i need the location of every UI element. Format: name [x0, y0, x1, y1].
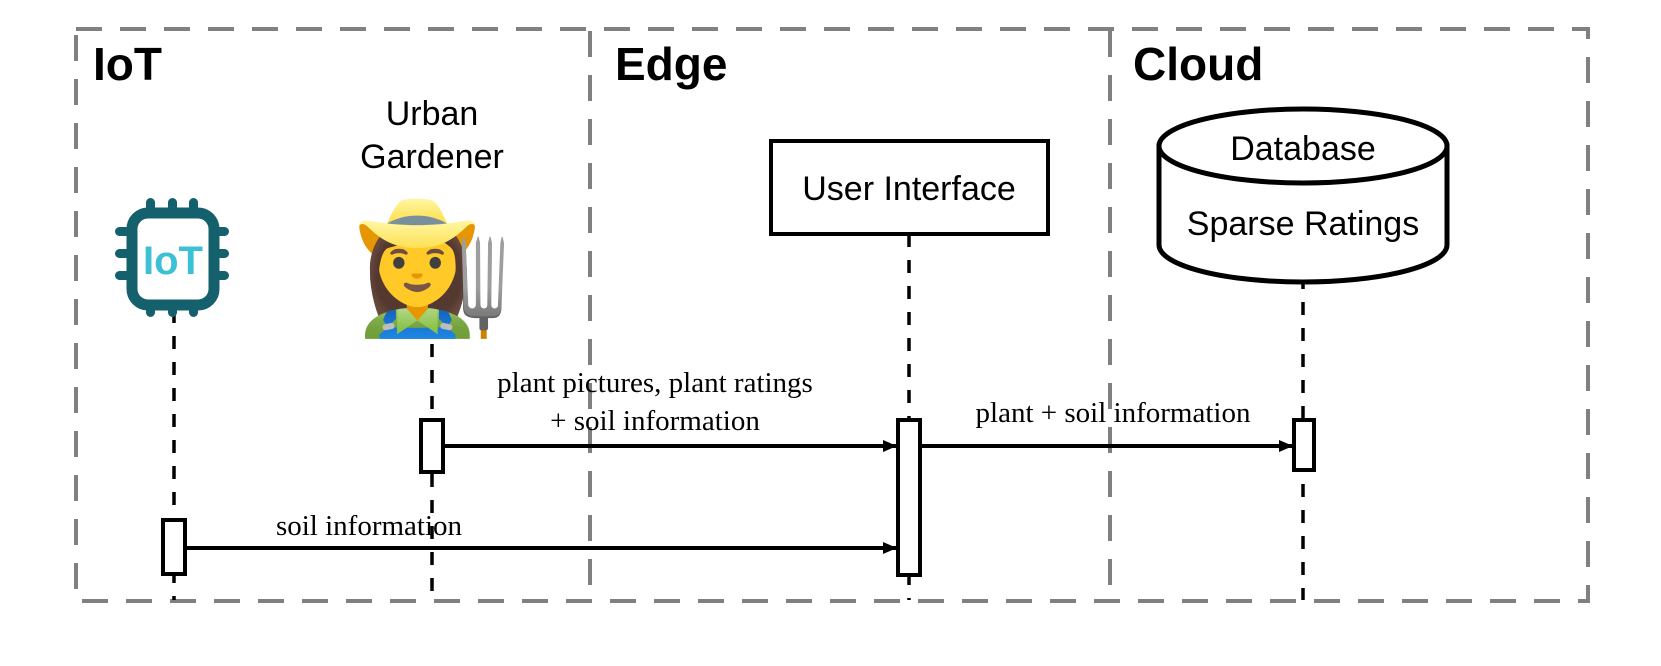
message-label-gardener-to-ui-line2: + soil information — [550, 405, 760, 437]
message-label-iot-to-ui: soil information — [276, 510, 463, 542]
activation-bar-user-interface — [896, 418, 922, 577]
activation-bar-urban-gardener — [419, 418, 445, 474]
farmer-woman-icon: 👩‍🌾 — [342, 191, 513, 343]
zone-title-cloud: Cloud — [1133, 38, 1263, 90]
database-cylinder-icon[interactable] — [1156, 106, 1450, 285]
diagram-outer-frame — [74, 27, 1590, 603]
zone-title-iot: IoT — [93, 38, 162, 90]
message-label-gardener-to-ui-line1: plant pictures, plant ratings — [497, 367, 813, 399]
zone-title-edge: Edge — [615, 38, 727, 90]
activation-bar-iot-sensor — [161, 518, 187, 576]
urban-gardener-label-line1: Urban — [386, 95, 479, 133]
svg-text:IoT: IoT — [143, 239, 203, 283]
user-interface-box[interactable] — [769, 139, 1050, 236]
user-interface-label: User Interface — [802, 170, 1016, 208]
database-label-top: Database — [1230, 130, 1376, 168]
urban-gardener-label-line2: Gardener — [360, 138, 504, 176]
database-label-body: Sparse Ratings — [1187, 205, 1419, 243]
activation-bar-database — [1292, 418, 1316, 472]
iot-chip-icon: IoT — [115, 198, 229, 317]
message-label-ui-to-database: plant + soil information — [976, 397, 1251, 429]
